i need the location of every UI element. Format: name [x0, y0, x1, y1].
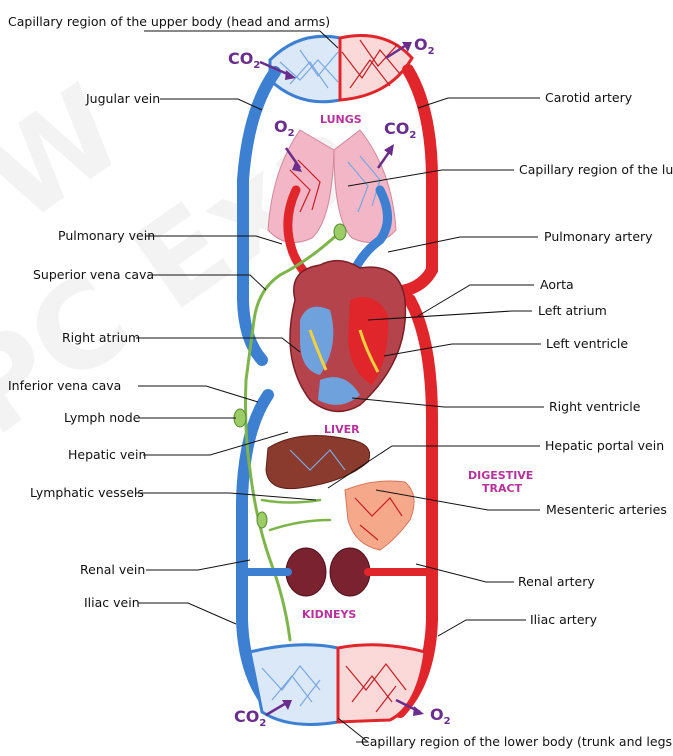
label-inferior-vena-cava: Inferior vena cava	[8, 378, 121, 393]
digestive-label-line2: TRACT	[482, 482, 523, 495]
label-right-ventricle: Right ventricle	[549, 399, 641, 414]
label-iliac-artery: Iliac artery	[530, 612, 598, 627]
co2-upper-label: CO2	[228, 49, 260, 71]
kidneys	[286, 548, 370, 596]
label-pulmonary-vein: Pulmonary vein	[58, 228, 155, 243]
label-left-atrium: Left atrium	[538, 303, 607, 318]
label-hepatic-vein: Hepatic vein	[68, 447, 146, 462]
label-iliac-vein: Iliac vein	[84, 595, 140, 610]
co2-lung-label: CO2	[384, 119, 416, 141]
label-hepatic-portal-vein: Hepatic portal vein	[545, 438, 664, 453]
label-left-ventricle: Left ventricle	[546, 336, 628, 351]
o2-upper-label: O2	[414, 35, 435, 57]
label-renal-artery: Renal artery	[518, 574, 595, 589]
lymph-node-3	[334, 224, 346, 240]
label-capillary-lower: Capillary region of the lower body (trun…	[361, 734, 673, 749]
label-superior-vena-cava: Superior vena cava	[33, 267, 154, 282]
label-pulmonary-artery: Pulmonary artery	[544, 229, 653, 244]
label-right-atrium: Right atrium	[62, 330, 140, 345]
label-lymphatic-vessels: Lymphatic vessels	[30, 485, 144, 500]
lower-capillary-bed	[250, 645, 425, 725]
liver	[266, 436, 370, 489]
carotid-artery-trunk	[390, 70, 432, 292]
label-jugular-vein: Jugular vein	[85, 91, 160, 106]
lymph-branch	[262, 500, 330, 530]
label-aorta: Aorta	[540, 277, 574, 292]
label-renal-vein: Renal vein	[80, 562, 145, 577]
label-mesenteric-arteries: Mesenteric arteries	[546, 502, 667, 517]
lungs-label: LUNGS	[320, 113, 362, 126]
label-capillary-upper: Capillary region of the upper body (head…	[8, 14, 330, 29]
upper-capillary-bed	[270, 36, 412, 102]
label-lymph-node: Lymph node	[64, 410, 141, 425]
kidneys-label: KIDNEYS	[302, 608, 356, 621]
lymph-node-2	[257, 512, 267, 528]
label-capillary-lung: Capillary region of the lung	[519, 162, 673, 177]
digestive-tract	[345, 481, 414, 550]
label-carotid-artery: Carotid artery	[545, 90, 633, 105]
o2-lower-label: O2	[430, 705, 451, 727]
liver-label: LIVER	[324, 423, 360, 436]
heart	[290, 261, 405, 412]
digestive-label-line1: DIGESTIVE	[468, 469, 533, 482]
